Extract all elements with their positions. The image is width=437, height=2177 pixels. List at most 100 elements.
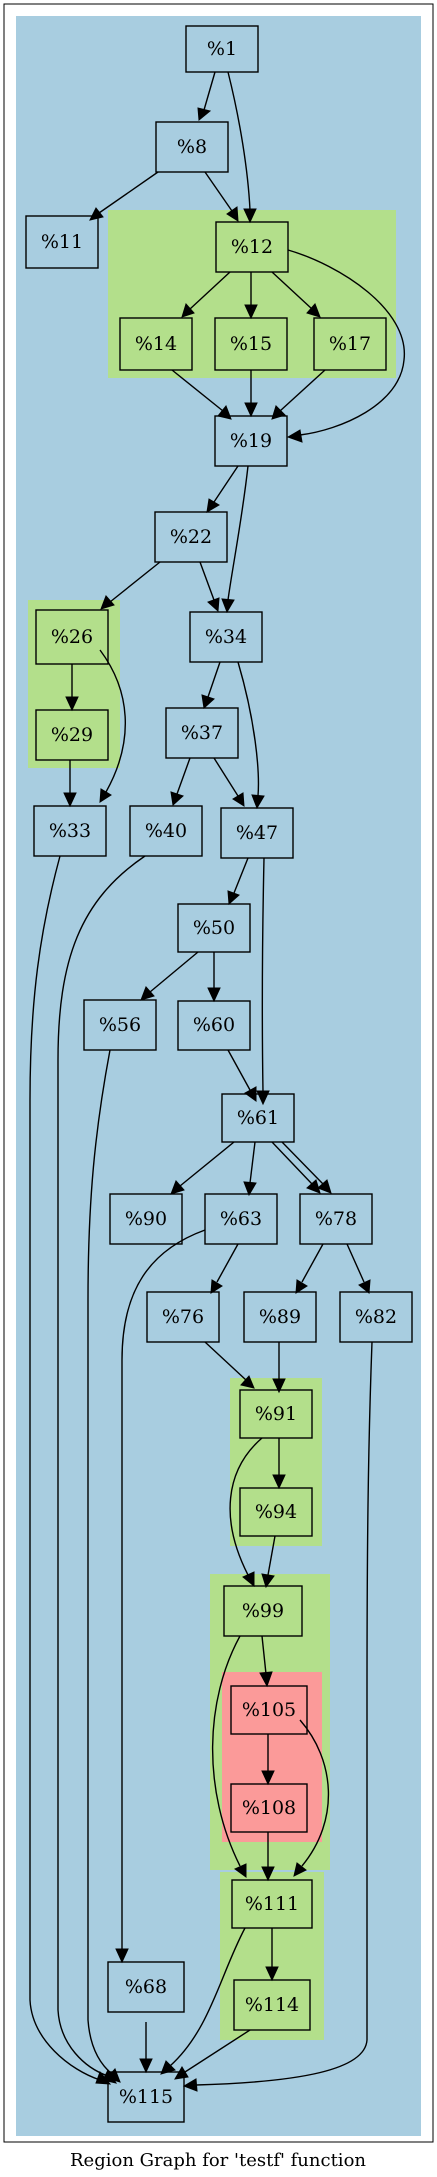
- node-label: %56: [99, 1014, 141, 1036]
- node-108[interactable]: %108: [230, 1783, 308, 1833]
- node-label: %37: [181, 722, 223, 744]
- node-61[interactable]: %61: [221, 1093, 295, 1143]
- arrowhead-icon: [140, 986, 155, 1001]
- node-33[interactable]: %33: [33, 805, 107, 857]
- edge-63-76: [216, 1243, 239, 1283]
- node-40[interactable]: %40: [129, 805, 203, 857]
- arrowhead-icon: [293, 1862, 307, 1877]
- node-label: %50: [193, 917, 235, 939]
- node-label: %40: [145, 820, 187, 842]
- edge-78-89: [301, 1243, 324, 1283]
- node-76[interactable]: %76: [146, 1291, 220, 1343]
- node-11[interactable]: %11: [25, 215, 99, 269]
- arrowhead-icon: [261, 1770, 275, 1786]
- graph-border: [3, 3, 434, 2143]
- node-label: %26: [51, 626, 93, 648]
- arrowhead-icon: [242, 1571, 255, 1588]
- node-29[interactable]: %29: [35, 709, 109, 761]
- node-label: %17: [329, 333, 371, 355]
- edge-61-78-b: [281, 1141, 324, 1185]
- edge-105-111: [299, 1719, 330, 1867]
- node-78[interactable]: %78: [299, 1193, 373, 1245]
- node-63[interactable]: %63: [204, 1193, 278, 1245]
- edge-14-19: [171, 369, 224, 412]
- nodes: %1 %8 %11 %12 %14 %15 %17 %19 %22 %26 %2…: [25, 25, 413, 2123]
- node-47[interactable]: %47: [220, 807, 294, 859]
- edge-34-37: [207, 661, 221, 698]
- node-14[interactable]: %14: [119, 317, 193, 371]
- edge-8-11: [98, 171, 159, 214]
- node-99[interactable]: %99: [223, 1585, 303, 1637]
- node-label: %29: [51, 724, 93, 746]
- edge-34-47: [237, 661, 260, 797]
- node-label: %15: [230, 333, 272, 355]
- node-8[interactable]: %8: [155, 121, 229, 173]
- arrowhead-icon: [227, 890, 240, 906]
- node-22[interactable]: %22: [154, 511, 228, 563]
- arrowhead-icon: [65, 696, 79, 712]
- node-15[interactable]: %15: [214, 317, 288, 371]
- edge-99-105: [261, 1635, 267, 1675]
- node-105[interactable]: %105: [230, 1685, 308, 1735]
- edge-111-115: [169, 1927, 246, 2067]
- arrowhead-icon: [139, 2058, 153, 2074]
- edge-99-111: [211, 1635, 241, 1867]
- node-label: %68: [125, 1976, 167, 1998]
- edge-76-91: [204, 1341, 247, 1381]
- edge-19-34: [227, 465, 249, 601]
- arrowhead-icon: [115, 1948, 129, 1964]
- node-label: %47: [236, 822, 278, 844]
- node-111[interactable]: %111: [231, 1879, 313, 1929]
- arrowhead-icon: [261, 1573, 275, 1589]
- node-114[interactable]: %114: [233, 1979, 311, 2031]
- edge-19-22: [213, 465, 239, 503]
- node-26[interactable]: %26: [35, 609, 109, 665]
- node-82[interactable]: %82: [339, 1291, 413, 1343]
- arrowhead-icon: [170, 791, 184, 806]
- edge-12-19: [287, 249, 405, 436]
- arrowhead-icon: [243, 1181, 257, 1197]
- node-68[interactable]: %68: [107, 1961, 185, 2013]
- node-label: %33: [49, 820, 91, 842]
- node-50[interactable]: %50: [177, 903, 251, 953]
- edge-82-115: [195, 1341, 373, 2086]
- region-91: [230, 1378, 322, 1546]
- node-17[interactable]: %17: [313, 317, 387, 371]
- node-label: %61: [237, 1107, 279, 1129]
- edges: [29, 71, 405, 2092]
- node-115[interactable]: %115: [107, 2071, 185, 2123]
- node-37[interactable]: %37: [165, 707, 239, 759]
- edge-33-115: [29, 855, 101, 2081]
- node-1[interactable]: %1: [185, 25, 259, 73]
- edge-63-68: [121, 1229, 206, 1950]
- edge-61-78-a: [271, 1141, 313, 1185]
- node-34[interactable]: %34: [189, 611, 263, 663]
- edge-91-99: [229, 1437, 263, 1576]
- node-19[interactable]: %19: [214, 415, 288, 467]
- arrowhead-icon: [206, 498, 220, 513]
- node-90[interactable]: %90: [109, 1193, 183, 1245]
- node-56[interactable]: %56: [83, 999, 157, 1051]
- node-label: %90: [125, 1208, 167, 1230]
- node-12[interactable]: %12: [215, 221, 289, 273]
- arrowhead-icon: [306, 303, 321, 318]
- node-label: %76: [162, 1306, 204, 1328]
- arrowhead-icon: [63, 792, 77, 808]
- node-label: %111: [245, 1893, 299, 1915]
- arrowhead-icon: [210, 1279, 223, 1294]
- node-label: %19: [230, 430, 272, 452]
- node-label: %8: [177, 136, 207, 158]
- node-60[interactable]: %60: [177, 1000, 251, 1051]
- edge-37-47: [213, 757, 239, 797]
- node-89[interactable]: %89: [243, 1291, 317, 1343]
- node-label: %78: [315, 1208, 357, 1230]
- arrowhead-icon: [221, 598, 235, 614]
- arrowhead-icon: [207, 597, 220, 613]
- arrowhead-icon: [243, 208, 257, 224]
- edge-12-14: [189, 271, 231, 310]
- node-91[interactable]: %91: [239, 1389, 313, 1439]
- node-94[interactable]: %94: [239, 1487, 313, 1537]
- edge-37-40: [176, 757, 191, 795]
- edge-60-61: [227, 1049, 251, 1091]
